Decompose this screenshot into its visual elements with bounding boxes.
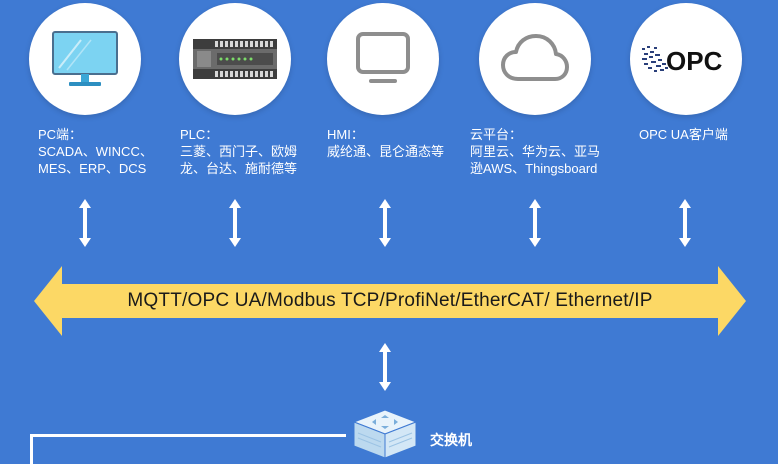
network-line-horizontal	[30, 434, 346, 437]
hmi-node	[327, 3, 439, 115]
protocol-band-arrow	[34, 266, 746, 336]
switch-icon	[352, 409, 418, 458]
opc-node: OPC	[630, 3, 742, 115]
cloud-label: 云平台： 阿里云、华为云、亚马 逊AWS、Thingsboard	[470, 127, 601, 176]
plc-label: PLC： 三菱、西门子、欧姆 龙、台达、施耐德等	[180, 127, 298, 176]
hmi-label: HMI： 威纶通、昆仑通态等	[327, 127, 445, 159]
opc-logo-text: OPC	[666, 46, 723, 76]
plc-link-arrow	[229, 199, 241, 247]
pc-link-arrow	[79, 199, 91, 247]
switch-link-arrow	[379, 343, 391, 391]
hmi-link-arrow	[379, 199, 391, 247]
cloud-link-arrow	[529, 199, 541, 247]
opc-logo-icon: OPC	[642, 46, 723, 76]
cloud-node	[479, 3, 591, 115]
plc-node	[179, 3, 291, 115]
pc-node	[29, 3, 141, 115]
opc-link-arrow	[679, 199, 691, 247]
switch-label: 交换机	[430, 432, 472, 448]
pc-label: PC端： SCADA、WINCC、 MES、ERP、DCS	[38, 127, 153, 176]
opc-label: OPC UA客户端	[639, 127, 728, 142]
protocol-band-text: MQTT/OPC UA/Modbus TCP/ProfiNet/EtherCAT…	[127, 290, 653, 311]
screen-icon	[356, 32, 410, 83]
network-line-vertical	[30, 434, 33, 464]
plc-device-icon	[193, 39, 277, 79]
cloud-icon	[501, 34, 569, 81]
monitor-icon	[52, 31, 118, 86]
